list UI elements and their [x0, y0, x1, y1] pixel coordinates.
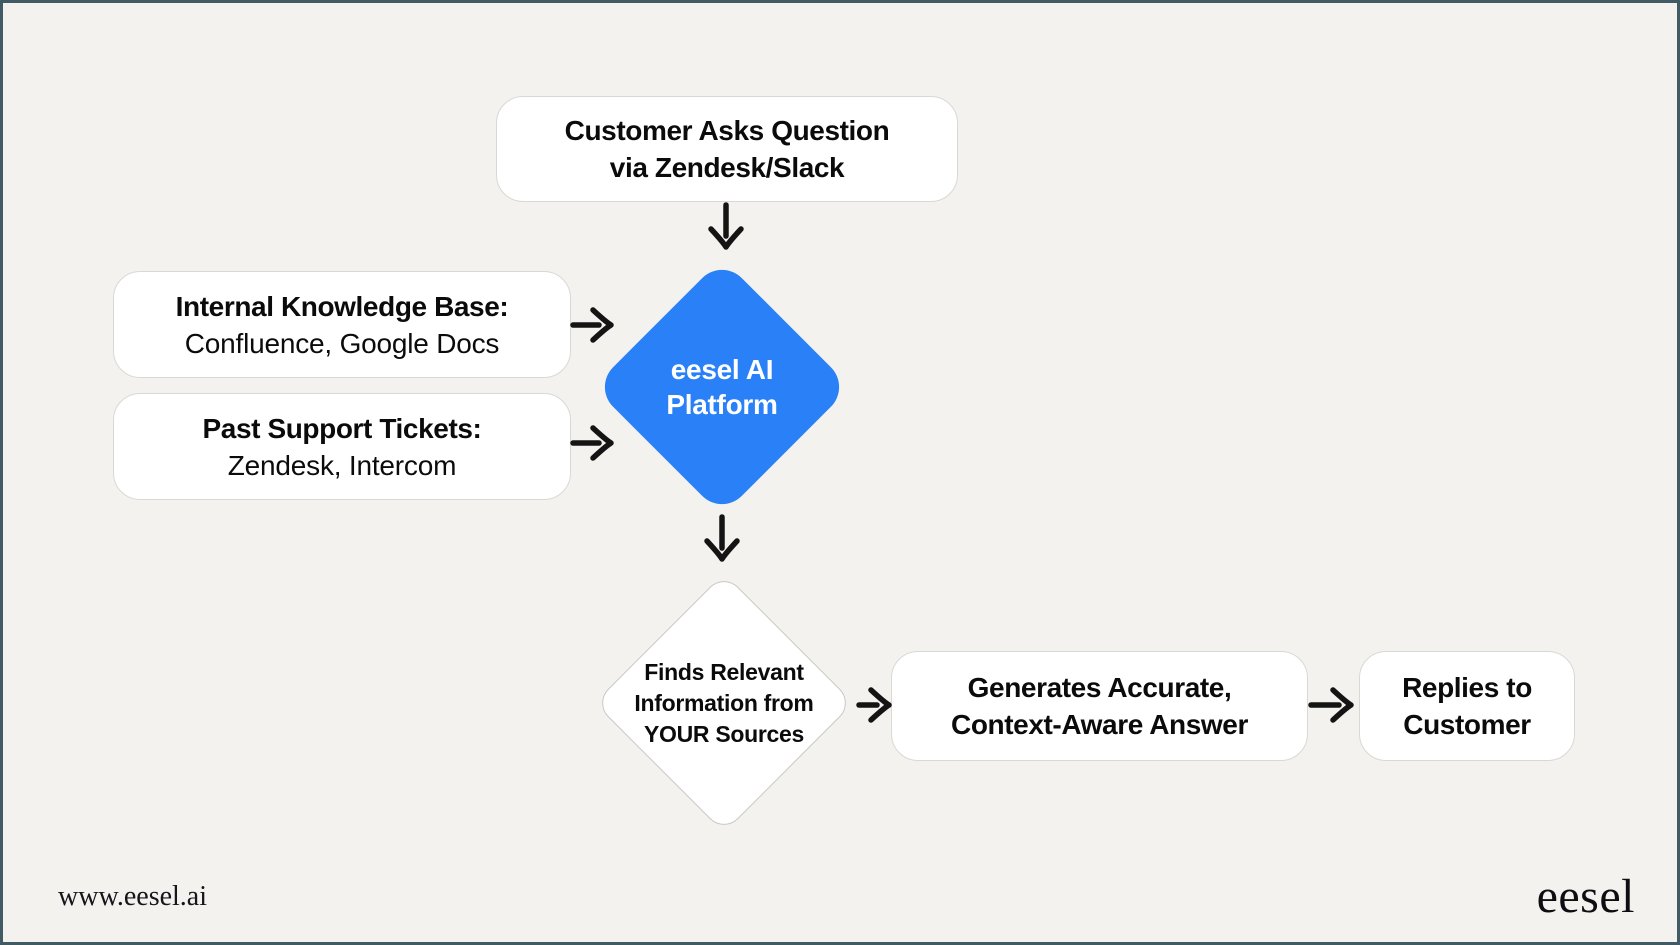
node-customer-question-line2: via Zendesk/Slack [609, 152, 845, 183]
arrow-generates-to-replies-icon [1308, 687, 1354, 723]
platform-label-line2: Platform [666, 389, 778, 420]
footer-website-url: www.eesel.ai [58, 881, 208, 912]
finds-info-line3: YOUR Sources [643, 720, 804, 747]
node-generates-answer: Generates Accurate, Context-Aware Answer [891, 651, 1308, 761]
eesel-logo: eesel [1536, 870, 1635, 923]
node-support-tickets-subtitle: Zendesk, Intercom [227, 449, 457, 481]
node-past-support-tickets: Past Support Tickets: Zendesk, Intercom [113, 393, 571, 500]
arrow-platform-to-finds-info-icon [704, 514, 740, 562]
node-eesel-ai-platform-label: eesel AI Platform [611, 296, 833, 478]
arrow-support-tickets-to-platform-icon [570, 425, 614, 461]
node-generates-answer-line2: Context-Aware Answer [951, 709, 1248, 740]
node-finds-information-label: Finds Relevant Information from YOUR Sou… [604, 611, 844, 795]
finds-info-line2: Information from [634, 689, 814, 716]
node-knowledge-base-subtitle: Confluence, Google Docs [184, 327, 500, 359]
node-generates-answer-line1: Generates Accurate, [967, 672, 1232, 703]
node-customer-question-line1: Customer Asks Question [564, 115, 890, 146]
finds-info-line1: Finds Relevant [644, 658, 804, 685]
arrow-finds-info-to-generates-icon [856, 687, 892, 723]
node-replies-to-customer: Replies to Customer [1359, 651, 1575, 761]
node-knowledge-base-title: Internal Knowledge Base: [175, 290, 509, 322]
arrow-customer-to-platform-icon [708, 202, 744, 250]
platform-label-line1: eesel AI [670, 354, 774, 385]
node-replies-line2: Customer [1403, 709, 1531, 740]
arrow-knowledge-base-to-platform-icon [570, 307, 614, 343]
node-internal-knowledge-base: Internal Knowledge Base: Confluence, Goo… [113, 271, 571, 378]
node-support-tickets-title: Past Support Tickets: [202, 412, 482, 444]
node-customer-question: Customer Asks Question via Zendesk/Slack [496, 96, 958, 202]
node-replies-line1: Replies to [1402, 672, 1532, 703]
